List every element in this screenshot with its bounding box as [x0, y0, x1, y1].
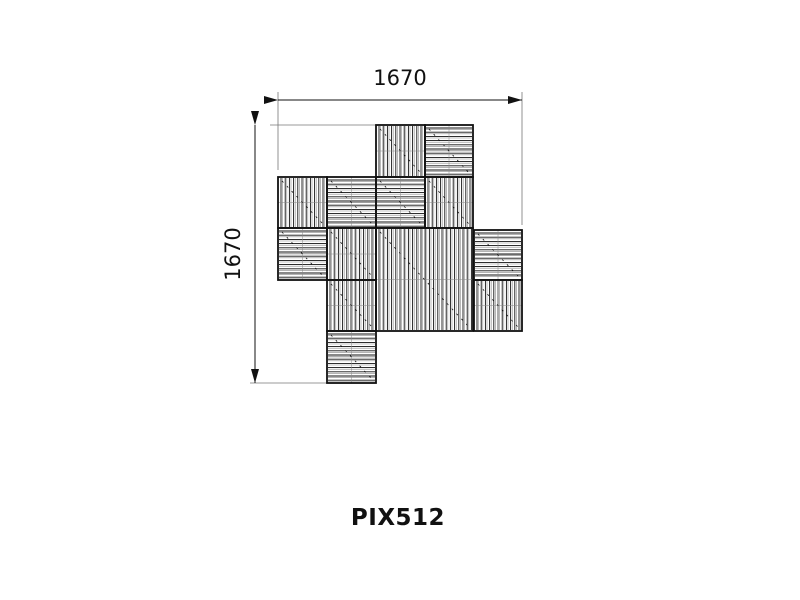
- tile-r4-c2: [326, 279, 377, 332]
- tiles: [277, 124, 523, 384]
- tile-top-right: [424, 124, 474, 178]
- height-dimension: 1670: [221, 111, 259, 383]
- tile-r2-c4: [424, 176, 474, 229]
- product-code-title: PIX512: [350, 505, 446, 531]
- tile-top-left: [375, 124, 426, 178]
- height-dimension-label: 1670: [221, 227, 245, 280]
- tile-r5-c2: [326, 330, 377, 384]
- width-dimension: 1670: [264, 66, 522, 104]
- tile-r2-c3: [375, 176, 426, 229]
- tile-r3-c1: [277, 227, 328, 281]
- tile-large-center: [375, 227, 474, 332]
- extension-lines: [250, 92, 523, 384]
- tile-r3-c2: [326, 227, 377, 281]
- tile-r2-c2: [326, 176, 377, 229]
- tile-right-upper: [473, 229, 523, 281]
- tile-right-lower: [473, 279, 523, 332]
- tile-r2-c1: [277, 176, 328, 229]
- width-dimension-label: 1670: [373, 66, 426, 90]
